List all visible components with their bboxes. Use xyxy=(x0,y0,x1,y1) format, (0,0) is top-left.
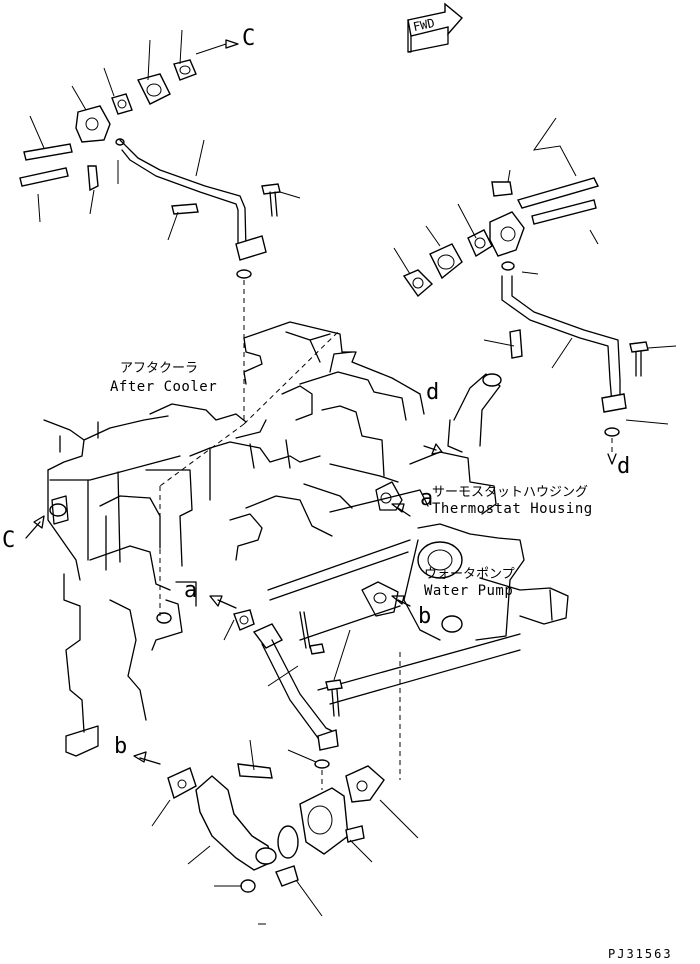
callout-c-top: C xyxy=(242,26,256,51)
callout-b-left: b xyxy=(114,734,128,759)
upper-right-pipe-assembly xyxy=(393,117,677,465)
lower-pipe-assembly xyxy=(151,609,419,925)
water-pump-label-jp: ウォータポンプ xyxy=(424,567,515,582)
drawing-code: PJ31563 xyxy=(608,947,673,961)
after-cooler-label-jp: アフタクーラ xyxy=(120,361,199,376)
callout-d-upper: d xyxy=(426,380,440,405)
engine-block xyxy=(25,321,569,765)
after-cooler-label-en: After Cooler xyxy=(110,379,218,395)
callout-c-left: C xyxy=(2,528,16,553)
thermostat-housing-label-jp: サーモスタットハウジング xyxy=(432,485,589,500)
upper-left-pipe-assembly xyxy=(19,29,301,424)
callout-a: a xyxy=(184,578,198,603)
water-pump-label-en: Water Pump xyxy=(424,583,514,599)
callout-d-lower: d xyxy=(617,454,631,479)
callout-a-engine: a xyxy=(420,486,434,511)
thermostat-housing-label-en: Thermostat Housing xyxy=(432,501,593,517)
fwd-arrow-icon xyxy=(407,2,464,53)
callout-b-engine: b xyxy=(418,604,432,629)
